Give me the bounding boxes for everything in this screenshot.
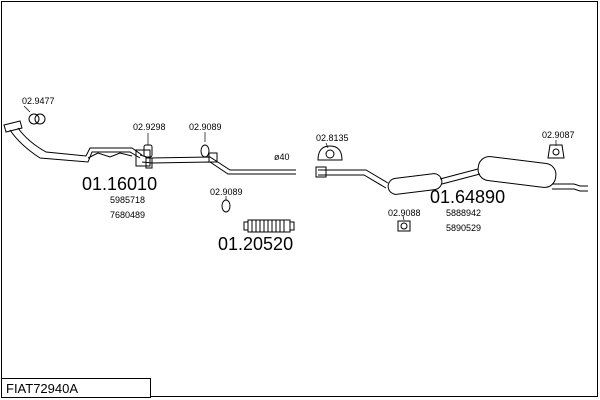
part-02-9298-shape: [143, 144, 153, 158]
assembly-label-01-16010: 01.16010: [82, 174, 157, 194]
diagram-title: FIAT72940A: [6, 381, 79, 396]
assembly-ref-5890529: 5890529: [446, 223, 481, 233]
part-label-02-9477: 02.9477: [22, 96, 55, 106]
rear-section-drawing: [315, 156, 588, 195]
part-02-9089-bottom-shape: [221, 199, 231, 213]
manifold-flange-shape: [3, 120, 23, 133]
assembly-ref-5985718: 5985718: [110, 195, 145, 205]
part-02-9087-shape: [547, 144, 565, 159]
part-label-02-8135: 02.8135: [316, 133, 349, 143]
part-label-02-9088: 02.9088: [388, 208, 421, 218]
part-label-02-9298: 02.9298: [133, 122, 166, 132]
leader-lines: [23, 105, 557, 221]
part-label-02-9087: 02.9087: [542, 130, 575, 140]
part-label-02-9089-top: 02.9089: [189, 122, 222, 132]
part-02-8135-shape: [317, 145, 343, 161]
part-02-9089-top-shape: [200, 144, 210, 158]
part-label-02-9089-bottom: 02.9089: [210, 187, 243, 197]
pipe-diameter-label: ø40: [274, 152, 290, 162]
part-02-9088-shape: [397, 220, 411, 232]
flex-pipe-shape: [243, 219, 295, 233]
assembly-ref-7680489: 7680489: [110, 210, 145, 220]
assembly-label-01-64890: 01.64890: [430, 187, 505, 207]
centre-silencer-shape: [387, 173, 443, 195]
assembly-ref-5888942: 5888942: [446, 208, 481, 218]
title-box: FIAT72940A: [1, 378, 151, 398]
rear-silencer-shape: [477, 156, 557, 188]
assembly-label-01-20520: 01.20520: [218, 234, 293, 254]
part-02-9477-shape: [28, 113, 46, 125]
